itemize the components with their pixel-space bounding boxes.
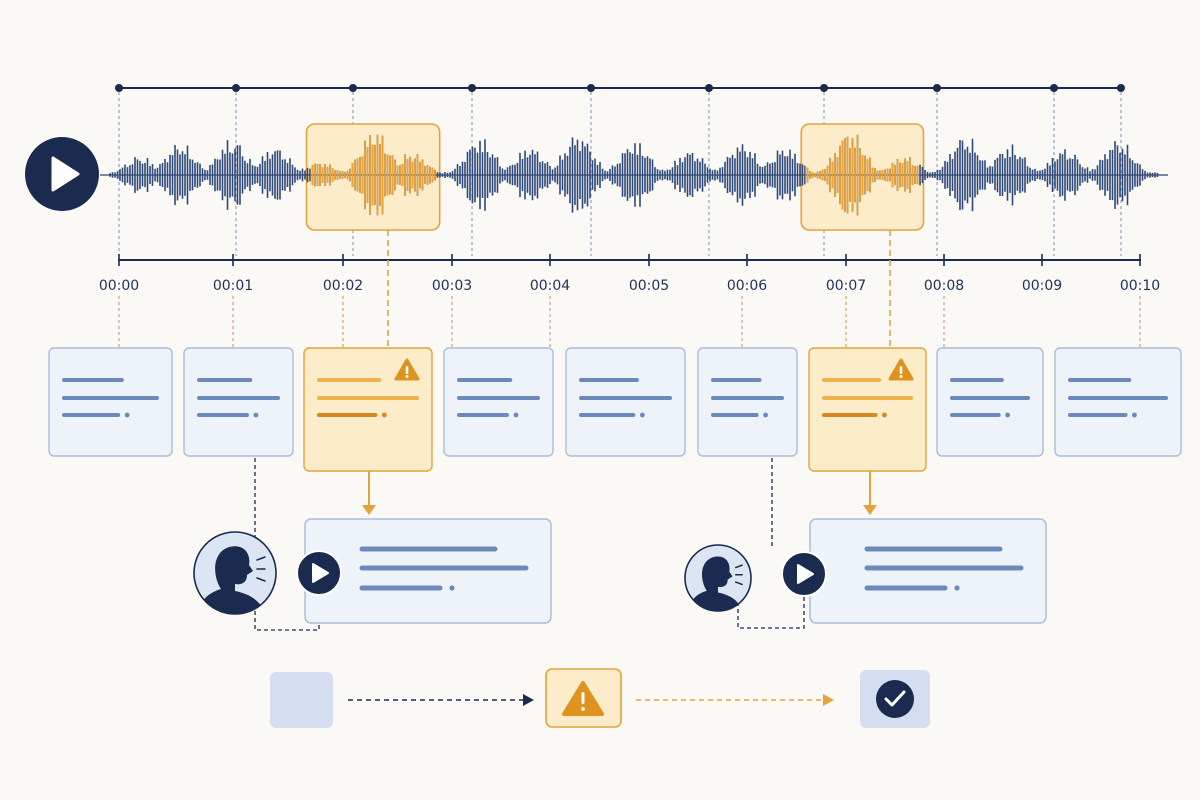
segment-card[interactable] [48, 347, 173, 457]
tick-label: 00:02 [323, 278, 363, 294]
ruler-dot [820, 84, 828, 92]
text-dot [124, 412, 130, 418]
segment-card[interactable] [183, 347, 294, 457]
review-panel [193, 458, 552, 631]
flagged-waveform-bars [805, 134, 920, 216]
review-area [193, 458, 1047, 631]
tick-label: 00:05 [629, 278, 669, 294]
card-frame [697, 347, 798, 457]
segment-card[interactable] [697, 347, 798, 457]
text-dot [381, 412, 387, 418]
flagged-waveform-bars [310, 134, 436, 216]
text-dot [513, 412, 519, 418]
check-icon [876, 680, 914, 718]
tick-label: 00:03 [432, 278, 472, 294]
play-button[interactable] [25, 137, 99, 211]
review-play-button[interactable] [781, 551, 827, 597]
ruler-dot [232, 84, 240, 92]
card-frame [936, 347, 1044, 457]
tick-label: 00:08 [924, 278, 964, 294]
card-frame [303, 347, 433, 472]
audio-waveform [100, 134, 1168, 216]
review-connector [737, 588, 805, 629]
time-axis: 00:00 00:01 00:02 00:03 00:04 00:05 00:0… [99, 254, 1160, 294]
transcript-panel [809, 518, 1047, 624]
tick-label: 00:07 [826, 278, 866, 294]
segment-connectors [118, 230, 1141, 348]
play-icon [51, 156, 80, 192]
speaker-silhouette [685, 556, 744, 611]
card-frame [1054, 347, 1182, 457]
ruler-dot [933, 84, 941, 92]
segment-card[interactable] [443, 347, 554, 457]
segment-card[interactable] [936, 347, 1044, 457]
axis-labels: 00:00 00:01 00:02 00:03 00:04 00:05 00:0… [99, 278, 1160, 294]
pending-state-box [270, 672, 333, 728]
tick-label: 00:04 [530, 278, 570, 294]
tick-label: 00:09 [1022, 278, 1062, 294]
text-dot [449, 585, 455, 591]
text-dot [954, 585, 960, 591]
speaker-avatar-icon [684, 544, 752, 612]
ruler-dot [705, 84, 713, 92]
segment-cards [48, 347, 1182, 472]
text-dot [763, 412, 768, 418]
sound-wave-line [256, 556, 266, 561]
review-connector [254, 590, 320, 631]
review-panel [684, 458, 1047, 629]
warning-icon [562, 681, 604, 716]
ruler-dot [1050, 84, 1058, 92]
sound-wave-line [256, 577, 266, 582]
top-ruler [115, 84, 1125, 92]
card-frame [443, 347, 554, 457]
speaker-silhouette [195, 546, 267, 614]
speaker-avatar-icon [193, 531, 277, 615]
ruler-dot [587, 84, 595, 92]
card-frame [565, 347, 686, 457]
review-play-button[interactable] [296, 550, 342, 596]
text-dot [253, 412, 259, 418]
tick-label: 00:01 [213, 278, 253, 294]
warning-icon [394, 358, 420, 381]
warning-icon [888, 358, 914, 381]
card-frame [808, 347, 927, 472]
play-icon [312, 563, 329, 583]
review-arrowhead [863, 505, 877, 515]
axis-ticks [118, 254, 1141, 266]
tick-label: 00:06 [727, 278, 767, 294]
ruler-dot [1117, 84, 1125, 92]
ruler-dot [349, 84, 357, 92]
text-dot [882, 412, 887, 418]
text-dot [639, 412, 645, 418]
text-dot [1132, 412, 1137, 418]
status-flow [270, 668, 930, 728]
flagged-segment-card[interactable] [303, 347, 433, 472]
text-dot [1005, 412, 1011, 418]
segment-card[interactable] [565, 347, 686, 457]
tick-label: 00:00 [99, 278, 139, 294]
segment-card[interactable] [1054, 347, 1182, 457]
review-arrowhead [362, 505, 376, 515]
play-icon [797, 564, 814, 584]
flagged-segment-card[interactable] [808, 347, 927, 472]
sound-wave-line [734, 581, 743, 586]
card-frame [183, 347, 294, 457]
card-frame [48, 347, 173, 457]
tick-label: 00:10 [1120, 278, 1160, 294]
ruler-dot [115, 84, 123, 92]
ruler-dot [468, 84, 476, 92]
sound-wave-line [734, 564, 743, 569]
ruler-markers [115, 84, 1125, 92]
